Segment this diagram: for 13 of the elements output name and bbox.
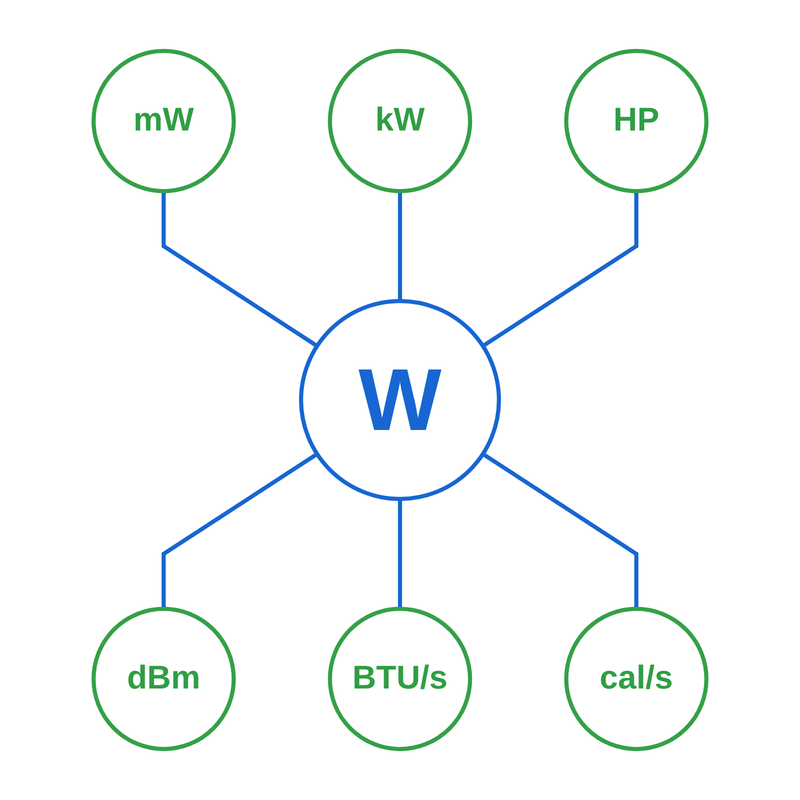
connector [398, 498, 402, 609]
node-circle: cal/s [564, 606, 708, 752]
node-circle: dBm [92, 606, 236, 752]
connector [162, 191, 318, 348]
connector [482, 191, 638, 348]
node-circle: mW [92, 48, 236, 194]
node-circle: BTU/s [328, 606, 472, 752]
node-circle: kW [328, 48, 472, 194]
connector [482, 452, 638, 609]
connector [398, 191, 402, 302]
node-circle: HP [564, 48, 708, 194]
node-circle: W [299, 299, 501, 501]
connector [162, 452, 318, 609]
